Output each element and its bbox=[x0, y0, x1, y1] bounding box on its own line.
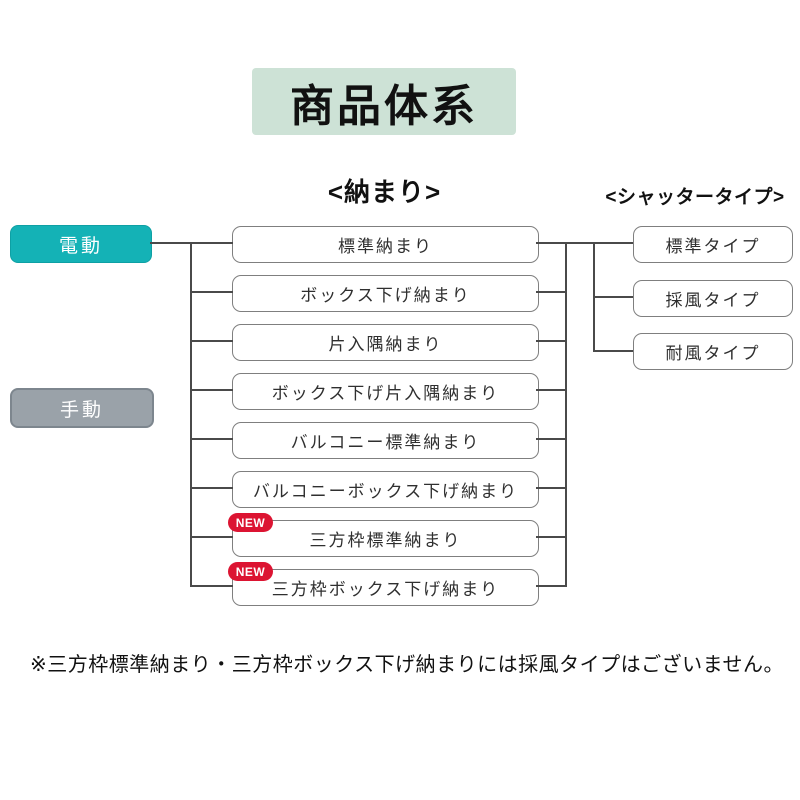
fitting-box-balcony-box-lowered: バルコニーボックス下げ納まり bbox=[232, 471, 539, 508]
shutter-box-standard: 標準タイプ bbox=[633, 226, 793, 263]
connector-electric-to-trunk bbox=[150, 242, 190, 244]
shutter-box-ventilation: 採風タイプ bbox=[633, 280, 793, 317]
fitting-label: ボックス下げ片入隅納まり bbox=[271, 384, 500, 403]
connector-shutter-branch-2 bbox=[593, 296, 633, 298]
fitting-box-threeside-frame-standard: NEW 三方枠標準納まり bbox=[228, 513, 539, 557]
connector-left-branch-7 bbox=[190, 536, 233, 538]
fitting-label: ボックス下げ納まり bbox=[300, 286, 471, 305]
fitting-box-inside-corner: 片入隅納まり bbox=[232, 324, 539, 361]
column-heading-shutter: <シャッタータイプ> bbox=[605, 187, 785, 208]
fitting-label: 標準納まり bbox=[338, 237, 433, 256]
page-title: 商品体系 bbox=[290, 81, 478, 131]
connector-left-branch-5 bbox=[190, 438, 233, 440]
fitting-box-threeside-frame-box-lowered: NEW 三方枠ボックス下げ納まり bbox=[228, 562, 539, 606]
drive-box-manual: 手動 bbox=[10, 388, 154, 428]
connector-right-branch-8 bbox=[536, 585, 566, 587]
shutter-box-wind-resistant: 耐風タイプ bbox=[633, 333, 793, 370]
shutter-label: 耐風タイプ bbox=[665, 344, 761, 363]
connector-right-branch-1 bbox=[536, 242, 566, 244]
fitting-label: 片入隅納まり bbox=[328, 335, 443, 354]
connector-shutter-branch-3 bbox=[593, 350, 633, 352]
drive-label-manual: 手動 bbox=[59, 399, 104, 421]
connector-left-trunk bbox=[190, 242, 192, 587]
title-banner: 商品体系 bbox=[252, 68, 516, 135]
drive-box-electric: 電動 bbox=[10, 225, 152, 263]
fitting-box-box-lowered: ボックス下げ納まり bbox=[232, 275, 539, 312]
fitting-label: 三方枠ボックス下げ納まり bbox=[271, 580, 500, 599]
fitting-box-standard: 標準納まり bbox=[232, 226, 539, 263]
connector-left-branch-1 bbox=[190, 242, 233, 244]
fitting-label: バルコニー標準納まり bbox=[290, 433, 481, 452]
connector-right-branch-2 bbox=[536, 291, 566, 293]
footnote: ※三方枠標準納まり・三方枠ボックス下げ納まりには採風タイプはございません。 bbox=[30, 654, 785, 676]
connector-right-branch-3 bbox=[536, 340, 566, 342]
connector-right-trunk bbox=[565, 242, 567, 587]
connector-bridge-top bbox=[565, 242, 633, 244]
connector-left-branch-3 bbox=[190, 340, 233, 342]
connector-left-branch-2 bbox=[190, 291, 233, 293]
connector-right-branch-6 bbox=[536, 487, 566, 489]
connector-right-branch-4 bbox=[536, 389, 566, 391]
fitting-box-balcony-standard: バルコニー標準納まり bbox=[232, 422, 539, 459]
fitting-label: 三方枠標準納まり bbox=[309, 531, 462, 550]
new-badge: NEW bbox=[228, 513, 273, 532]
shutter-label: 採風タイプ bbox=[665, 291, 761, 310]
shutter-label: 標準タイプ bbox=[665, 237, 761, 256]
connector-right-branch-5 bbox=[536, 438, 566, 440]
column-heading-fitting: <納まり> bbox=[327, 177, 442, 207]
connector-left-branch-6 bbox=[190, 487, 233, 489]
fitting-box-box-lowered-inside-corner: ボックス下げ片入隅納まり bbox=[232, 373, 539, 410]
new-badge: NEW bbox=[228, 562, 273, 581]
fitting-label: バルコニーボックス下げ納まり bbox=[252, 482, 519, 501]
drive-label-electric: 電動 bbox=[58, 235, 103, 257]
connector-left-branch-4 bbox=[190, 389, 233, 391]
connector-left-branch-8 bbox=[190, 585, 233, 587]
connector-right-branch-7 bbox=[536, 536, 566, 538]
